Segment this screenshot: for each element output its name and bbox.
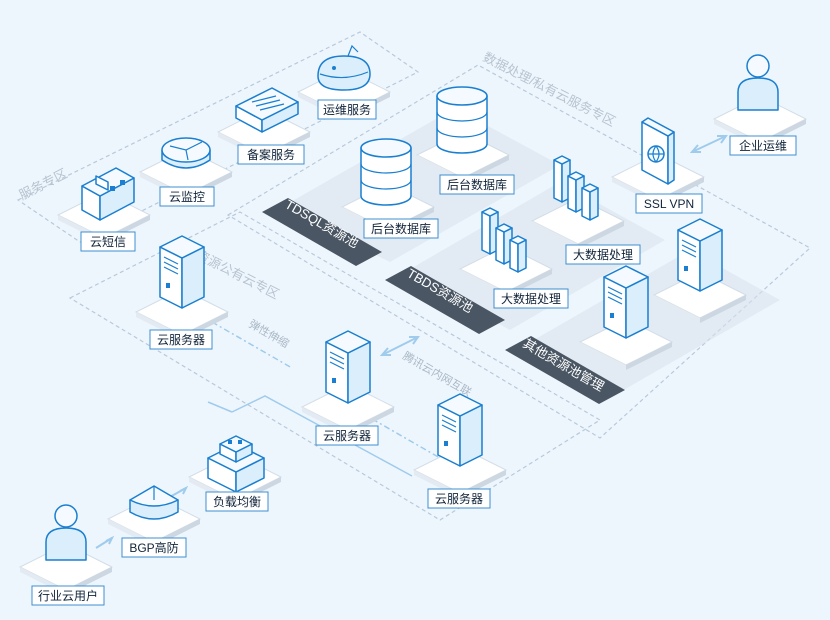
ssl-vpn-node[interactable]: SSL VPN xyxy=(611,117,705,214)
icp-service-label: 备案服务 xyxy=(247,147,295,162)
tbds-pool-band xyxy=(385,266,505,334)
bgp-to-lb-arrowhead xyxy=(179,485,189,495)
intranet-arrowhead-a xyxy=(379,347,391,356)
cloud-sms-node[interactable]: 云短信 xyxy=(57,167,151,252)
whale-icon xyxy=(317,44,371,91)
cloud-server-3-label-box xyxy=(427,488,491,509)
load-balance-node[interactable]: 负载均衡 xyxy=(188,435,282,512)
industry-user-label-box xyxy=(31,585,105,606)
cloud-server-2-label-box xyxy=(315,425,379,446)
big-data-1-label-box xyxy=(493,288,569,309)
industry-user-node[interactable]: 行业云用户 xyxy=(19,504,113,606)
icp-service-label-box xyxy=(237,144,305,165)
person-icon xyxy=(737,54,779,111)
shield-icon xyxy=(129,485,179,520)
big-data-2-label: 大数据处理 xyxy=(573,247,633,262)
backend-db-2-label-box xyxy=(439,174,515,195)
vpn-link-arrow xyxy=(691,135,727,153)
big-data-1-label: 大数据处理 xyxy=(501,291,561,306)
enterprise-ops-label: 企业运维 xyxy=(739,138,787,153)
cloud-monitor-node[interactable]: 云监控 xyxy=(139,137,233,207)
cloud-sms-label: 云短信 xyxy=(90,235,126,249)
load-balance-label: 负载均衡 xyxy=(213,495,261,509)
cloud-server-1-label-box xyxy=(149,329,213,350)
service-zone-boundary xyxy=(16,31,420,243)
backend-db-2-label: 后台数据库 xyxy=(447,177,507,192)
backend-db-1-node[interactable]: 后台数据库 xyxy=(341,138,439,239)
cloud-server-1-node[interactable]: 云服务器 xyxy=(135,235,229,350)
ops-service-label: 运维服务 xyxy=(323,102,371,117)
data-zone-title: 数据处理/私有云服务专区 xyxy=(481,49,618,129)
cloud-server-2-node[interactable]: 云服务器 xyxy=(301,330,395,446)
user-to-bgp-arrowhead xyxy=(105,535,115,545)
intranet-arrow xyxy=(381,336,419,356)
database-icon xyxy=(436,86,488,154)
person-icon xyxy=(45,504,87,561)
cloud-server-2-label: 云服务器 xyxy=(323,428,371,443)
backend-db-2-node[interactable]: 后台数据库 xyxy=(416,86,515,195)
ssl-vpn-label: SSL VPN xyxy=(644,197,694,211)
big-data-1-node[interactable]: 大数据处理 xyxy=(459,207,569,309)
database-icon xyxy=(360,138,412,206)
cloud-monitor-label: 云监控 xyxy=(169,190,205,204)
icp-service-node[interactable]: 备案服务 xyxy=(217,87,311,165)
backend-db-1-label-box xyxy=(363,218,439,239)
icp-service-icon xyxy=(235,87,299,133)
tdsql-pool-band xyxy=(262,198,382,266)
cloud-server-1-label: 云服务器 xyxy=(157,332,205,347)
big-data-2-node[interactable]: 大数据处理 xyxy=(531,155,641,265)
server-icon xyxy=(159,235,205,309)
backend-db-1-label: 后台数据库 xyxy=(371,221,431,236)
server-icon xyxy=(325,330,371,404)
other-pool-band xyxy=(505,336,625,404)
server-icon xyxy=(603,265,649,339)
industry-user-label: 行业云用户 xyxy=(38,588,98,603)
load-balancer-icon xyxy=(207,435,265,493)
cloud-server-3-label: 云服务器 xyxy=(435,491,483,506)
enterprise-ops-label-box xyxy=(729,135,797,156)
shield-globe-icon xyxy=(641,117,675,185)
cloud-monitor-label-box xyxy=(159,186,215,207)
lb-to-server-line xyxy=(231,395,413,477)
cloud-server-3-node[interactable]: 云服务器 xyxy=(413,393,507,509)
cloud-monitor-icon xyxy=(161,137,211,169)
bgp-defense-label: BGP高防 xyxy=(129,540,178,555)
ops-service-node[interactable]: 运维服务 xyxy=(297,44,391,121)
enterprise-ops-node[interactable]: 企业运维 xyxy=(713,54,807,156)
ops-service-label-box xyxy=(317,99,377,120)
load-balance-label-box xyxy=(205,491,269,512)
cloud-sms-icon xyxy=(81,167,135,221)
server-icon xyxy=(437,393,483,467)
ssl-vpn-label-box xyxy=(635,193,703,214)
server-icon xyxy=(677,218,723,292)
bgp-defense-node[interactable]: BGP高防 xyxy=(107,485,201,558)
cloud-sms-label-box xyxy=(80,231,136,252)
service-zone-title: 服务专区 xyxy=(17,166,70,203)
intranet-arrowhead-b xyxy=(409,336,420,345)
lb-uplink-line xyxy=(207,401,233,413)
bgp-defense-label-box xyxy=(121,537,187,558)
vpn-link-arrowhead-a xyxy=(689,144,701,153)
big-data-2-label-box xyxy=(565,244,641,265)
vpn-link-arrowhead-b xyxy=(717,135,728,144)
elastic-scaling-line xyxy=(211,321,293,369)
